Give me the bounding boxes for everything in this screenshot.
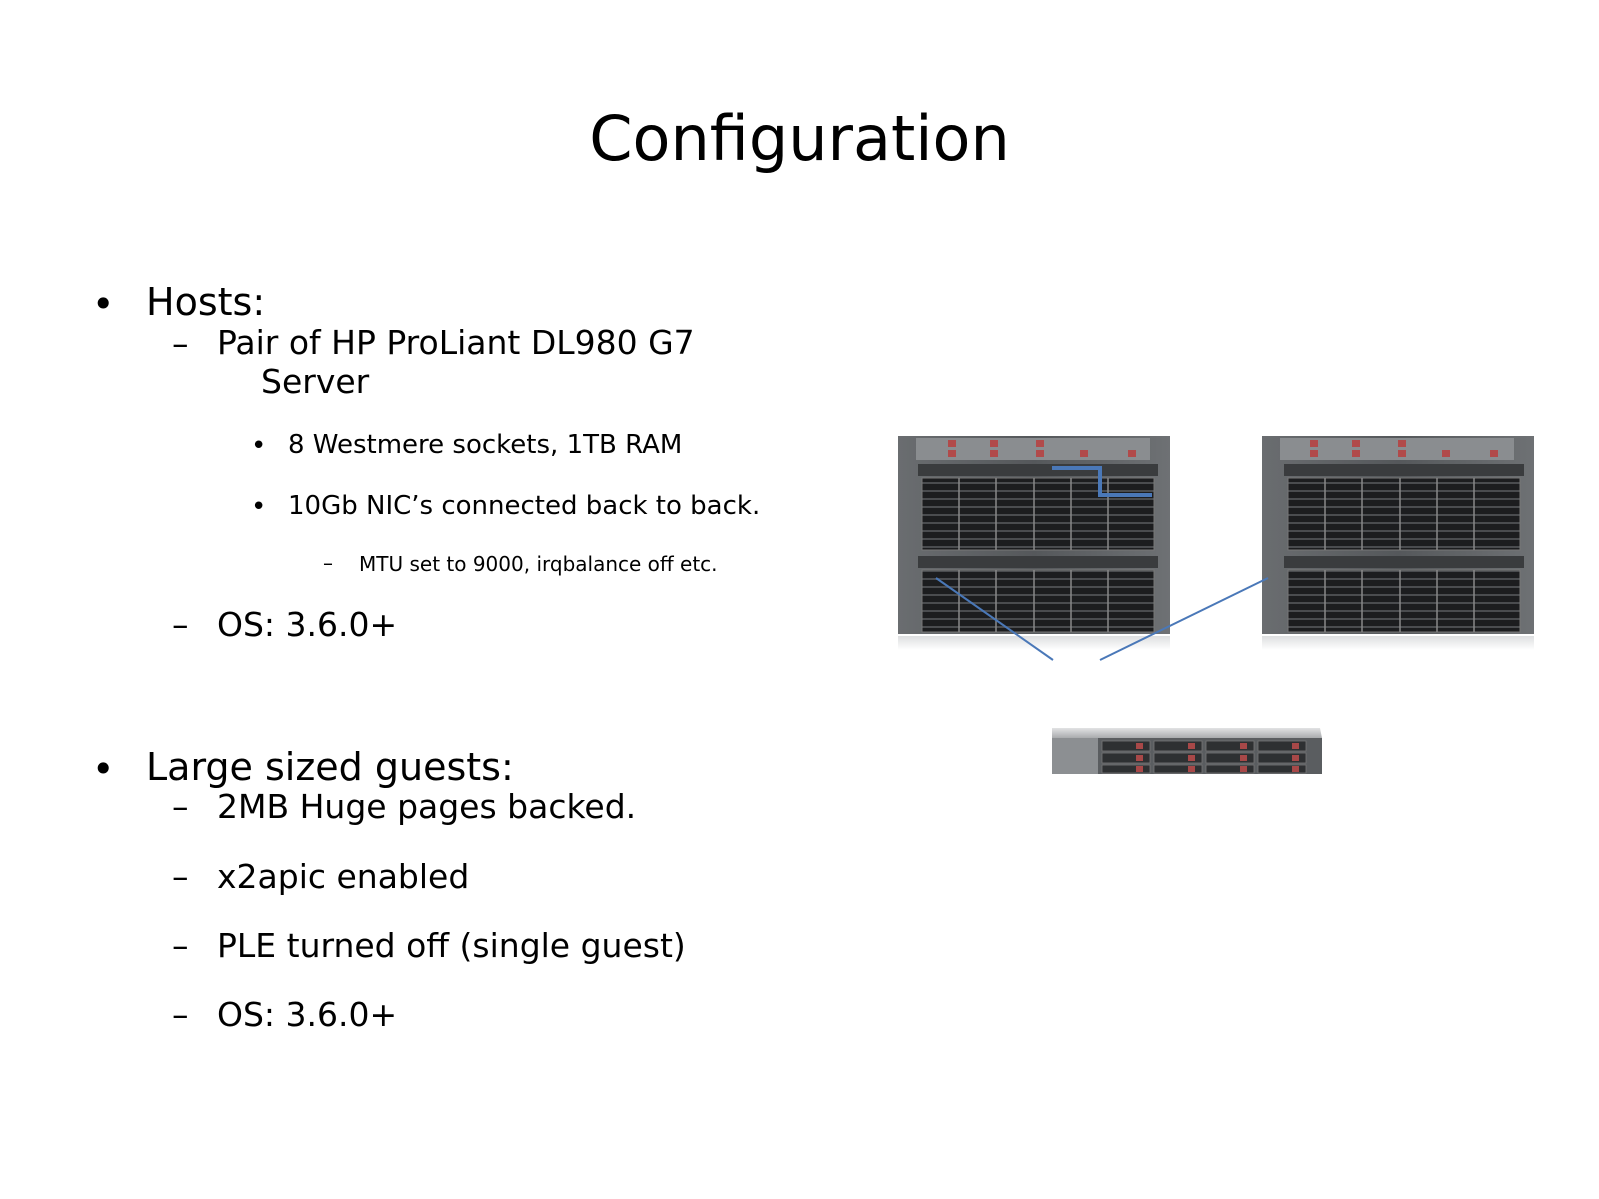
- bullet-l2: –: [172, 995, 189, 1034]
- server-host-right: [1262, 436, 1534, 650]
- bullet-l2: –: [172, 324, 189, 363]
- storage-link-left: [935, 577, 1054, 661]
- item-sockets-ram: 8 Westmere sockets, 1TB RAM: [288, 430, 683, 460]
- server-host-left: [898, 436, 1170, 650]
- item-mtu: MTU set to 9000, irqbalance off etc.: [359, 552, 718, 576]
- bullet-l1: •: [92, 747, 115, 791]
- item-nics: 10Gb NIC’s connected back to back.: [288, 491, 761, 521]
- item-guest-os: OS: 3.6.0+: [217, 995, 398, 1034]
- item-hugepages: 2MB Huge pages backed.: [217, 787, 637, 826]
- storage-link-right: [1099, 577, 1269, 661]
- item-x2apic: x2apic enabled: [217, 857, 470, 896]
- storage-array: [1052, 728, 1322, 774]
- bullet-l1: •: [92, 282, 115, 326]
- heading-guests: Large sized guests:: [146, 745, 514, 789]
- item-ple: PLE turned off (single guest): [217, 926, 686, 965]
- bullet-l2: –: [172, 926, 189, 965]
- heading-hosts: Hosts:: [146, 280, 266, 324]
- network-connectors: [935, 466, 1269, 661]
- item-host-os: OS: 3.6.0+: [217, 605, 398, 644]
- item-server-model-cont: Server: [261, 362, 370, 401]
- network-diagram: [898, 436, 1534, 774]
- bullet-l2: –: [172, 787, 189, 826]
- bullet-l3: •: [251, 492, 267, 522]
- bullet-l4: –: [323, 551, 333, 575]
- bullet-l3: •: [251, 431, 267, 461]
- bullet-l2: –: [172, 857, 189, 896]
- slide-title: Configuration: [589, 102, 1010, 175]
- nic-link: [1052, 466, 1152, 497]
- bullet-l2: –: [172, 605, 189, 644]
- item-server-model: Pair of HP ProLiant DL980 G7: [217, 323, 695, 362]
